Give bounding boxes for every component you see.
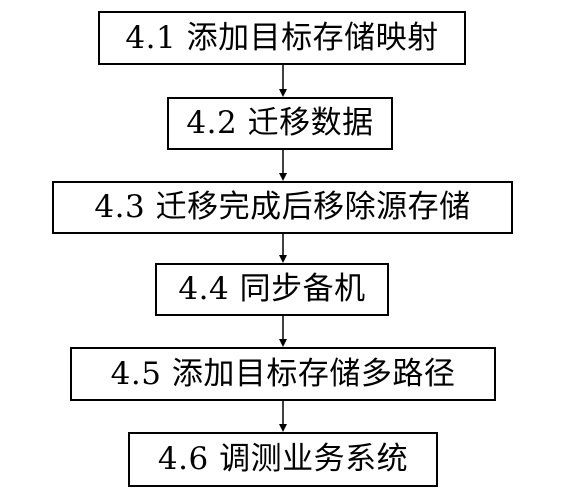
step-label-4-3: 4.3 迁移完成后移除源存储 xyxy=(94,189,471,225)
step-box-4-6: 4.6 调测业务系统 xyxy=(128,432,438,487)
step-box-4-2: 4.2 迁移数据 xyxy=(167,97,393,150)
step-box-4-4: 4.4 同步备机 xyxy=(155,263,389,316)
arrowhead xyxy=(279,424,287,432)
step-label-4-1: 4.1 添加目标存储映射 xyxy=(125,19,439,56)
arrowhead xyxy=(279,255,287,263)
connector-arrow-4-2-to-4-3 xyxy=(279,150,287,181)
step-label-4-4: 4.4 同步备机 xyxy=(178,271,366,307)
connector-arrow-4-1-to-4-2 xyxy=(279,65,287,97)
step-label-4-6: 4.6 调测业务系统 xyxy=(157,441,409,477)
step-box-4-5: 4.5 添加目标存储多路径 xyxy=(70,347,496,401)
connector-arrow-4-3-to-4-4 xyxy=(279,234,287,263)
arrowhead xyxy=(279,89,287,97)
step-box-4-3: 4.3 迁移完成后移除源存储 xyxy=(52,181,513,234)
arrowhead xyxy=(279,173,287,181)
arrowhead xyxy=(279,339,287,347)
connector-arrow-4-5-to-4-6 xyxy=(279,401,287,432)
step-label-4-5: 4.5 添加目标存储多路径 xyxy=(110,355,456,392)
step-label-4-2: 4.2 迁移数据 xyxy=(186,105,374,141)
step-box-4-1: 4.1 添加目标存储映射 xyxy=(98,11,466,65)
connector-arrow-4-4-to-4-5 xyxy=(279,316,287,347)
